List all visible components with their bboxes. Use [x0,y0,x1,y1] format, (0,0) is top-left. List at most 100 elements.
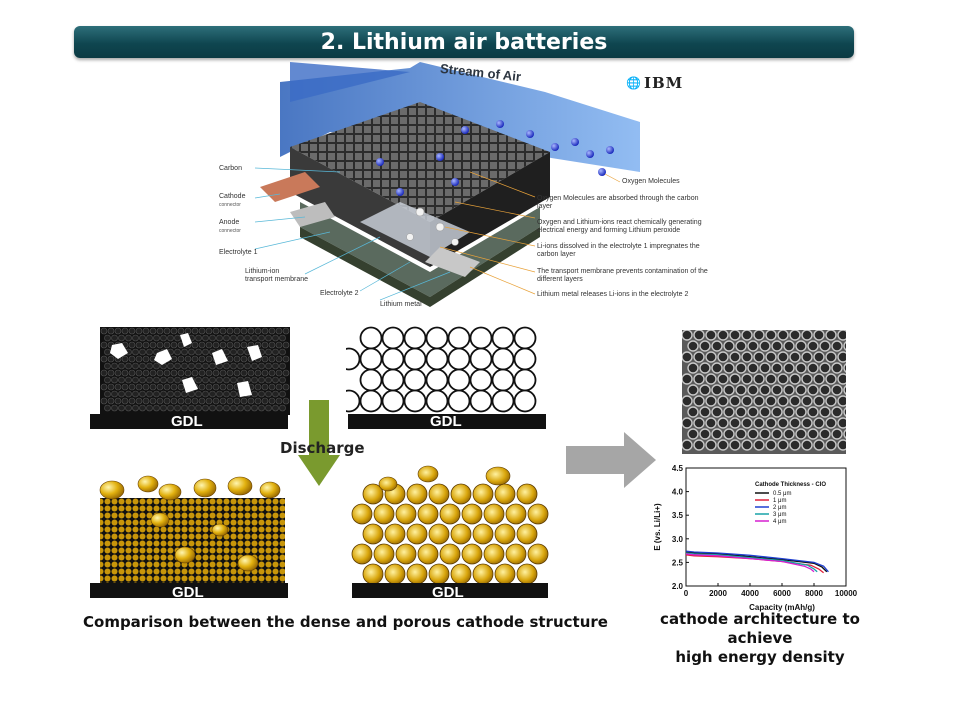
sem-pore [765,439,777,451]
pore [258,404,265,412]
pore [226,383,234,391]
sem-pore [687,362,699,374]
sem-pore [807,340,819,352]
pore [272,362,279,370]
pore [135,355,143,363]
pore [132,376,139,384]
pore [188,404,195,412]
sem-pore [723,340,735,352]
pore [104,362,111,370]
pore [219,369,227,377]
sem-pore [813,330,825,341]
sem-pore [759,428,771,440]
label-oxygen-molecules: Oxygen Molecules [622,178,680,185]
pore [111,390,118,398]
pore [132,362,139,370]
architecture-caption-line2: high energy density [675,648,845,666]
sem-pore [687,340,699,352]
pore [346,347,361,371]
sem-pore [717,395,729,407]
sem-pore [747,340,759,352]
pore [202,334,209,342]
peroxide-filled-pore [494,523,516,545]
pore [244,404,251,412]
sem-pore [699,362,711,374]
pore [174,334,181,342]
sem-pore [741,395,753,407]
sem-pore [687,428,699,440]
gdl-bar [348,414,546,429]
pore [163,327,171,335]
pore [177,383,185,391]
pore [100,355,108,363]
pore [198,327,206,335]
sem-pore [801,330,813,341]
sem-pore [783,340,795,352]
pore [146,390,153,398]
pore [202,390,209,398]
pore [107,327,115,335]
sem-pore [705,395,717,407]
pore [279,404,286,412]
pore [121,355,129,363]
pore [104,404,111,412]
title-bar: 2. Lithium air batteries [74,26,854,58]
transport-membrane [360,202,470,257]
sem-pore [825,395,837,407]
peroxide-filled-pore [406,483,428,505]
sem-pore [819,340,831,352]
y-tick-label: 3.0 [672,535,684,544]
pore [174,404,181,412]
pore [149,397,157,405]
pore [258,362,265,370]
pore [132,348,139,356]
discharge-label: Discharge [280,439,365,457]
pore [174,376,181,384]
sem-pore [813,351,825,363]
pore [198,369,206,377]
pore [254,327,262,335]
pore [233,369,241,377]
peroxide-filled-pore [472,563,494,585]
pore [153,390,160,398]
pore [381,368,405,392]
pore [265,376,272,384]
series-line-0 [685,551,828,573]
pore [447,389,471,413]
pore [170,341,178,349]
pore [146,376,153,384]
sem-pore [699,428,711,440]
peroxide-filled-pore [472,523,494,545]
sem-pore [831,406,843,418]
pore [226,397,234,405]
pore [149,383,157,391]
sem-pore [693,439,705,451]
pore [282,327,290,335]
pore [513,326,537,350]
pore [251,390,258,398]
pore [177,369,185,377]
sem-pore [705,417,717,429]
pore [167,376,174,384]
pore [177,327,185,335]
pore [125,376,132,384]
pore [230,390,237,398]
pore [167,334,174,342]
pore [209,376,216,384]
ibm-logo: 🌐 IBM [626,74,683,92]
carbon-layer [290,102,550,222]
sem-pore [682,439,693,451]
peroxide-filled-pore [351,543,373,565]
sem-pore [765,417,777,429]
pore [258,390,265,398]
pore [128,369,136,377]
peroxide-filled-pore [439,503,461,525]
pore [135,327,143,335]
sem-pore [711,406,723,418]
pore [469,347,493,371]
pore [219,341,227,349]
pore [198,383,206,391]
pore [381,326,405,350]
sem-pore [837,373,846,385]
pore [469,368,493,392]
